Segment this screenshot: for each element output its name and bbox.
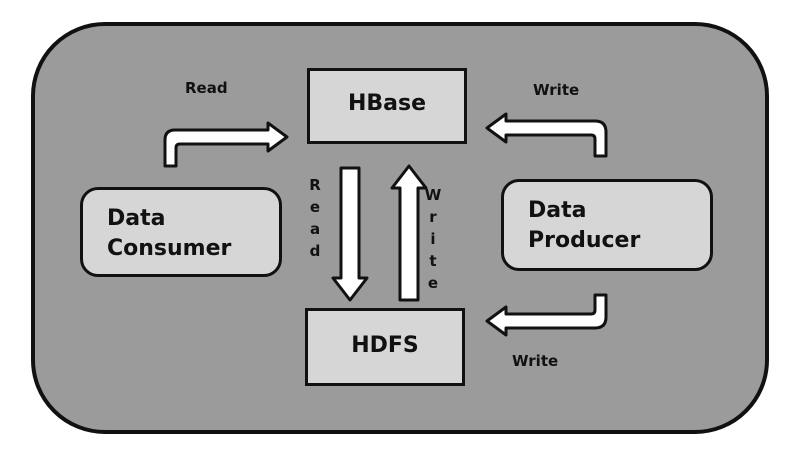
edge-label-hbase-hdfs-read: Read [306,176,324,264]
consumer-label-line2: Consumer [107,236,232,261]
hdfs-node: HDFS [305,308,465,386]
edge-label-producer-write-bottom: Write [512,352,559,370]
data-consumer-node: Data Consumer [80,187,282,277]
producer-to-hbase-arrow [485,112,608,158]
edge-label-consumer-read: Read [185,79,228,97]
consumer-to-hbase-arrow [163,121,289,168]
edge-label-hdfs-hbase-write: Write [424,186,442,296]
producer-label-line2: Producer [528,228,641,253]
hdfs-to-hbase-arrow [390,164,428,302]
hbase-node: HBase [307,68,467,144]
hbase-label: HBase [347,91,427,116]
producer-to-hdfs-arrow [485,293,608,337]
hbase-to-hdfs-arrow [331,166,369,302]
producer-label-line1: Data [528,198,587,223]
edge-label-producer-write-top: Write [533,81,580,99]
consumer-label-line1: Data [107,206,166,231]
data-producer-node: Data Producer [501,179,713,271]
hdfs-label: HDFS [351,333,419,358]
